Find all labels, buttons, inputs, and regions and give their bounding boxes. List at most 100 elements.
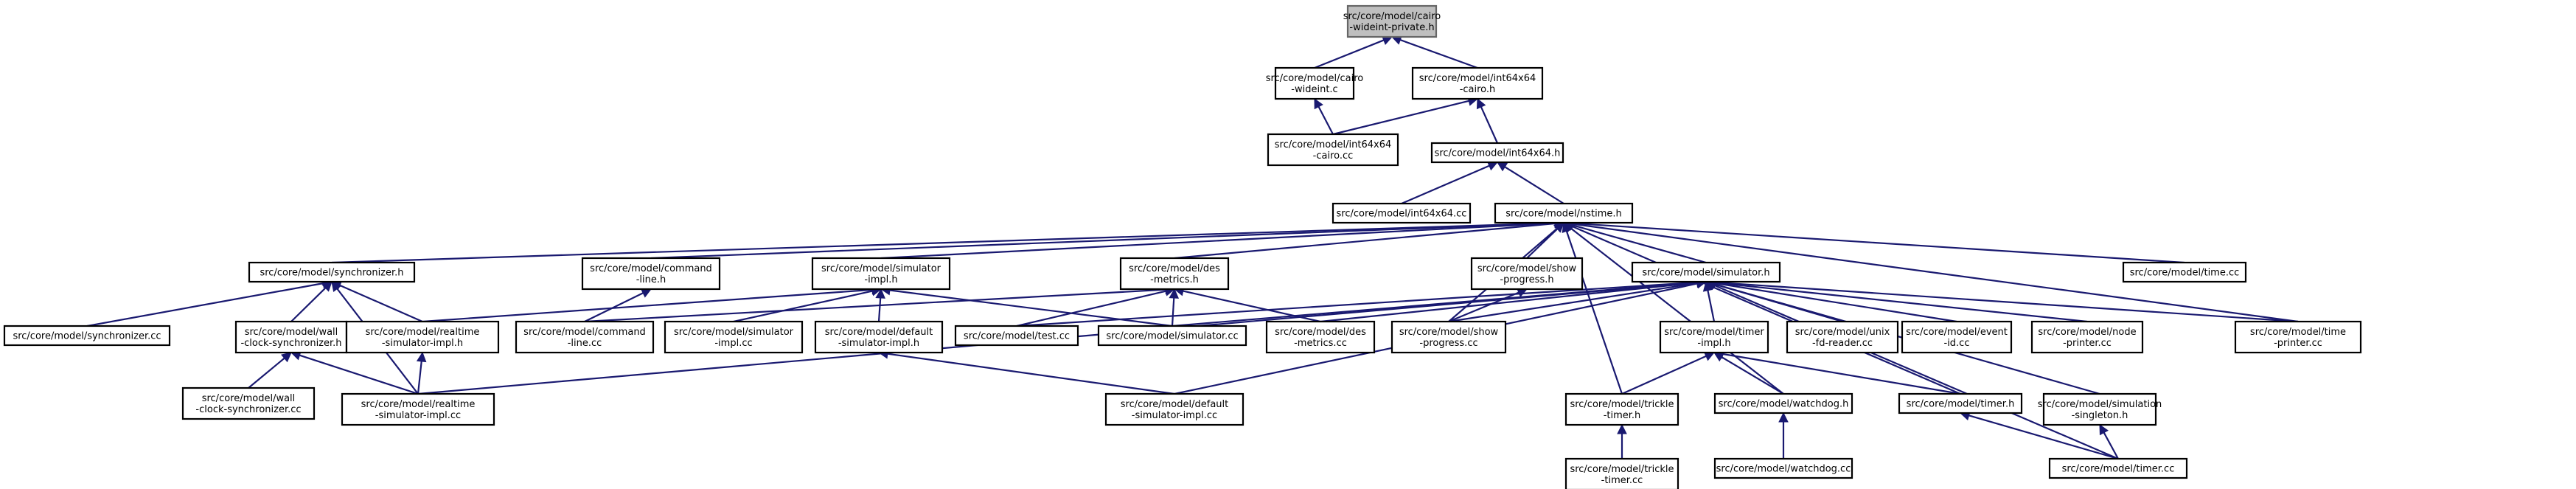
edge-line [1526, 228, 1559, 259]
edge-n35-n38 [2099, 424, 2119, 459]
node-label: -simulator-impl.cc [1132, 410, 1217, 421]
node-n11[interactable]: src/core/model/show-progress.h [1470, 257, 1584, 291]
edge-line [1480, 106, 1499, 144]
edge-line [880, 222, 1556, 260]
node-n6[interactable]: src/core/model/nstime.h [1494, 202, 1634, 224]
arrowhead [1617, 423, 1627, 434]
edge-line [1171, 297, 1175, 327]
edge-n2-n3 [1332, 96, 1479, 136]
node-n19[interactable]: src/core/model/default-simulator-impl.h [814, 320, 944, 354]
edge-line [887, 353, 1175, 395]
edge-line [1572, 222, 2185, 264]
edge-n6-n32 [1562, 221, 1623, 395]
node-label: src/core/model/timer [1664, 327, 1764, 338]
node-n23[interactable]: src/core/model/show-progress.cc [1390, 320, 1507, 354]
node-n13[interactable]: src/core/model/time.cc [2122, 261, 2247, 283]
arrowhead [1497, 162, 1508, 172]
edge-line [1399, 39, 1478, 69]
node-n14[interactable]: src/core/model/synchronizer.cc [3, 325, 171, 347]
node-n4[interactable]: src/core/model/int64x64.h [1430, 142, 1564, 164]
edge-line [422, 288, 873, 323]
edge-line [584, 288, 1166, 323]
edge-line [1320, 282, 1698, 323]
node-label: -line.h [636, 274, 666, 285]
node-n1[interactable]: src/core/model/cairo-wideint.c [1266, 66, 1364, 100]
node-label: src/core/model/time [2250, 327, 2346, 338]
node-n37[interactable]: src/core/model/watchdog.cc [1713, 457, 1853, 479]
node-n3[interactable]: src/core/model/int64x64-cairo.cc [1267, 133, 1399, 167]
node-box [1265, 320, 1376, 354]
edge-n4-n6 [1497, 162, 1564, 204]
node-n31[interactable]: src/core/model/default-simulator-impl.cc [1104, 392, 1245, 426]
node-n29[interactable]: src/core/model/wall-clock-synchronizer.c… [181, 386, 316, 420]
node-n26[interactable]: src/core/model/event-id.cc [1901, 320, 2013, 354]
node-label: src/core/model/synchronizer.h [260, 268, 403, 279]
edge-line [1174, 222, 1556, 260]
node-label: src/core/model/test.cc [964, 331, 1070, 342]
node-label: src/core/model/synchronizer.cc [13, 331, 161, 342]
node-n25[interactable]: src/core/model/unix-fd-reader.cc [1786, 320, 1899, 354]
node-box [1104, 392, 1245, 426]
edge-line [299, 354, 419, 395]
node-box [664, 320, 804, 354]
node-label: -fd-reader.cc [1812, 338, 1873, 349]
node-n16[interactable]: src/core/model/realtime-simulator-impl.h [345, 320, 500, 354]
edge-line [248, 357, 285, 389]
node-n18[interactable]: src/core/model/simulator-impl.cc [664, 320, 804, 354]
node-label: -progress.h [1500, 274, 1553, 285]
edge-n33-n37 [1778, 412, 1789, 459]
edge-n10-n21 [1169, 288, 1180, 327]
node-box [248, 261, 416, 283]
node-n10[interactable]: src/core/model/des-metrics.h [1119, 257, 1230, 291]
node-n32[interactable]: src/core/model/trickle-timer.h [1564, 392, 1679, 426]
node-n33[interactable]: src/core/model/watchdog.h [1713, 392, 1853, 415]
node-n35[interactable]: src/core/model/simulation-singleton.h [2038, 392, 2162, 426]
node-n21[interactable]: src/core/model/simulator.cc [1097, 325, 1247, 347]
node-n24[interactable]: src/core/model/timer-impl.h [1659, 320, 1769, 354]
node-label: src/core/model/watchdog.h [1719, 399, 1849, 410]
node-box [1097, 325, 1247, 347]
node-n7[interactable]: src/core/model/synchronizer.h [248, 261, 416, 283]
node-label: src/core/model/event [1906, 327, 2008, 338]
node-n20[interactable]: src/core/model/test.cc [954, 325, 1079, 347]
edge-n4-n5 [1401, 161, 1499, 205]
node-n0[interactable]: src/core/model/cairo-wideint-private.h [1343, 4, 1441, 38]
node-n15[interactable]: src/core/model/wall-clock-synchronizer.h [234, 320, 348, 354]
edge-n2-n4 [1476, 97, 1499, 144]
node-label: src/core/model/int64x64 [1275, 139, 1391, 150]
node-n5[interactable]: src/core/model/int64x64.cc [1331, 202, 1472, 224]
node-label: src/core/model/unix [1795, 327, 1890, 338]
node-label: -wideint.c [1291, 84, 1337, 95]
node-n38[interactable]: src/core/model/timer.cc [2048, 457, 2188, 479]
edge-line [1565, 231, 1623, 395]
edge-n24-n34 [1713, 349, 1961, 395]
node-n2[interactable]: src/core/model/int64x64-cairo.h [1411, 66, 1544, 100]
node-box [1713, 457, 1853, 479]
node-n27[interactable]: src/core/model/node-printer.cc [2030, 320, 2144, 354]
node-box [2122, 261, 2247, 283]
node-n12[interactable]: src/core/model/simulator.h [1631, 261, 1781, 283]
node-label: -cairo.h [1460, 84, 1496, 95]
node-n34[interactable]: src/core/model/timer.h [1898, 392, 2023, 415]
edge-line [650, 222, 1556, 260]
edge-line [2103, 432, 2119, 459]
node-n9[interactable]: src/core/model/simulator-impl.h [811, 257, 951, 291]
node-n28[interactable]: src/core/model/time-printer.cc [2234, 320, 2362, 354]
node-label: src/core/model/simulator [674, 327, 794, 338]
node-n22[interactable]: src/core/model/des-metrics.cc [1265, 320, 1376, 354]
node-box [1331, 202, 1472, 224]
edge-line [1714, 281, 2299, 323]
arrowhead [331, 281, 342, 293]
node-n36[interactable]: src/core/model/trickle-timer.cc [1564, 457, 1679, 489]
edge-n7-n15 [290, 281, 333, 322]
edge-n19-n31 [877, 348, 1175, 395]
node-box [1346, 4, 1438, 38]
node-label: src/core/model/watchdog.cc [1716, 464, 1851, 475]
node-n30[interactable]: src/core/model/realtime-simulator-impl.c… [341, 392, 495, 426]
node-box [581, 257, 721, 291]
node-n17[interactable]: src/core/model/command-line.cc [515, 320, 655, 354]
node-n8[interactable]: src/core/model/command-line.h [581, 257, 721, 291]
node-box [1564, 457, 1679, 489]
edge-n32-n36 [1617, 423, 1627, 459]
edge-n6-n9 [880, 218, 1565, 260]
